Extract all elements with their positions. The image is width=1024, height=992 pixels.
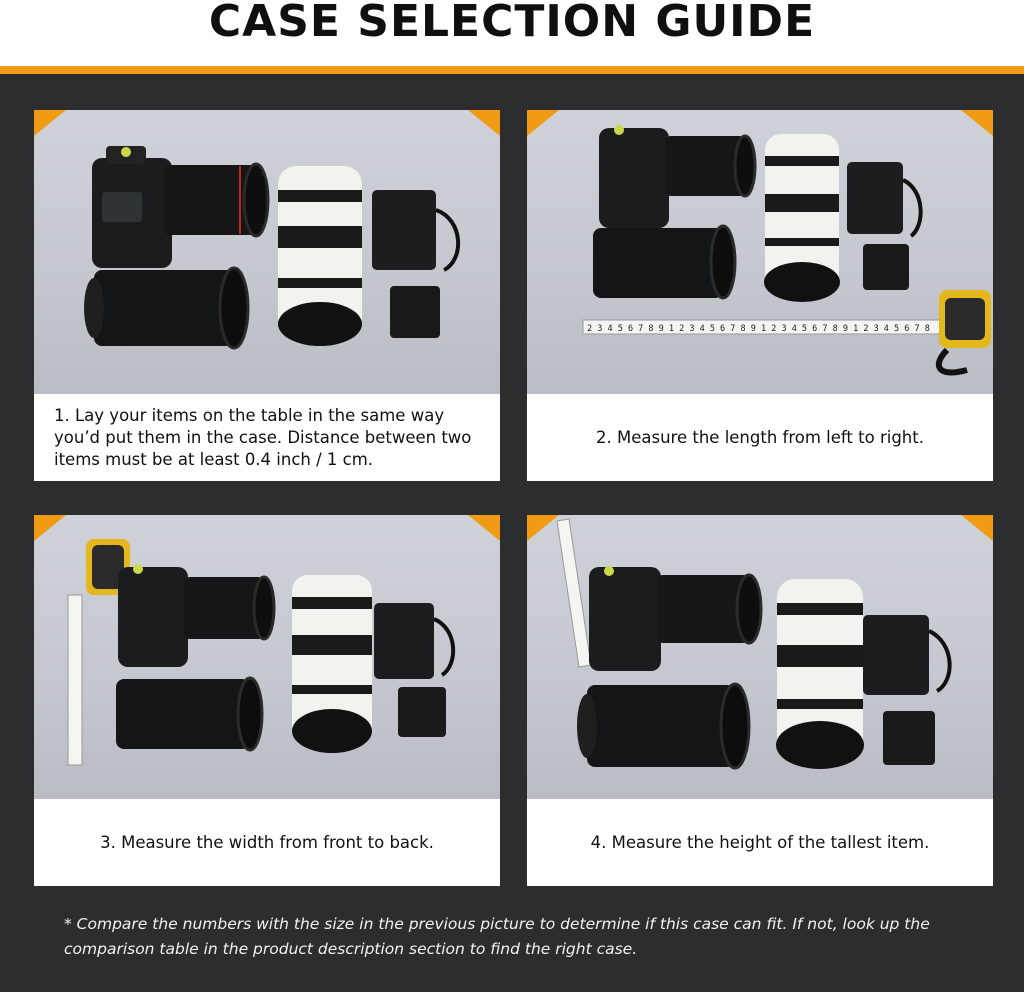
corner-accent-right <box>468 110 500 136</box>
step-1-photo <box>34 110 500 394</box>
step-card-4: 4. Measure the height of the tallest ite… <box>527 515 993 886</box>
accent-bar <box>0 66 1024 74</box>
header: CASE SELECTION GUIDE <box>0 0 1024 66</box>
step-1-caption: 1. Lay your items on the table in the sa… <box>54 405 472 469</box>
step-4-caption: 4. Measure the height of the tallest ite… <box>590 832 930 852</box>
camera-gear-width-measure-photo-icon <box>67 539 456 766</box>
corner-accent-right <box>468 515 500 541</box>
corner-accent-left <box>527 515 559 541</box>
camera-gear-height-measure-photo-icon <box>556 518 952 770</box>
corner-accent-right <box>961 110 993 136</box>
corner-accent-right <box>961 515 993 541</box>
step-4-photo <box>527 515 993 799</box>
corner-accent-left <box>34 515 66 541</box>
step-3-caption: 3. Measure the width from front to back. <box>100 832 434 852</box>
step-card-3: 3. Measure the width from front to back. <box>34 515 500 886</box>
step-2-caption: 2. Measure the length from left to right… <box>596 427 924 447</box>
footnote: * Compare the numbers with the size in t… <box>64 915 930 958</box>
page-title: CASE SELECTION GUIDE <box>208 0 816 47</box>
tape-digits: 2 3 4 5 6 7 8 9 1 2 3 4 5 6 7 8 9 1 2 3 … <box>587 324 930 334</box>
step-card-1: 1. Lay your items on the table in the sa… <box>34 110 500 481</box>
camera-gear-layout-photo-icon <box>84 146 460 350</box>
step-3-photo <box>34 515 500 799</box>
corner-accent-left <box>527 110 559 136</box>
corner-accent-left <box>34 110 66 136</box>
step-2-photo: 2 3 4 5 6 7 8 9 1 2 3 4 5 6 7 8 9 1 2 3 … <box>527 110 993 394</box>
camera-gear-length-measure-photo-icon: 2 3 4 5 6 7 8 9 1 2 3 4 5 6 7 8 9 1 2 3 … <box>582 125 991 376</box>
step-card-2: 2 3 4 5 6 7 8 9 1 2 3 4 5 6 7 8 9 1 2 3 … <box>527 110 993 481</box>
